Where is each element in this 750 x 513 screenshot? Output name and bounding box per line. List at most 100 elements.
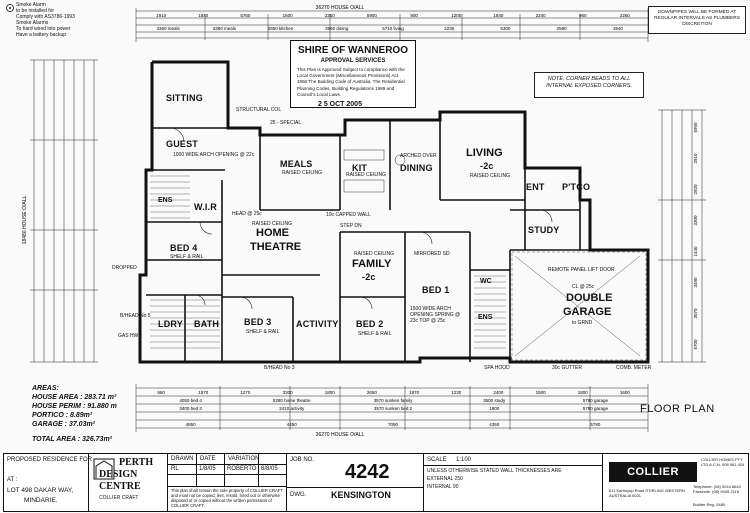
room-label-guest: GUEST: [166, 139, 199, 149]
note-head: HEAD @ 25c: [232, 211, 262, 217]
stamp-body: This Plan is Approved Subject to complia…: [297, 67, 405, 97]
dimension-value: 5780 garage: [583, 406, 609, 411]
room-label-ens2: ENS: [478, 314, 493, 321]
date-label: DATE: [200, 456, 216, 462]
dimension-value: 4450: [287, 422, 298, 427]
dimension-value: 2650: [367, 390, 378, 395]
bottom-dimension-lines: [135, 384, 649, 432]
wall-note-2: EXTERNAL 250: [427, 476, 463, 482]
dimension-value: 3380 meals: [213, 26, 237, 31]
dimension-value: 5700: [693, 339, 698, 350]
dimension-value: 1940: [613, 26, 624, 31]
room-label-kit: KIT: [352, 163, 368, 173]
dimension-value: 1840: [198, 13, 209, 18]
dimension-value: 3300: [283, 390, 294, 395]
internal-walls: [146, 120, 590, 362]
note-structural-col: STRUCTURAL COL: [236, 107, 282, 113]
dimension-value: 3490: [693, 277, 698, 288]
title-block: PROPOSED RESIDENCE FOR AT : LOT 498 DAKA…: [3, 453, 749, 512]
dimension-value: 2260: [620, 13, 631, 18]
note-gutter: 30c GUTTER: [552, 365, 583, 371]
design-centre-name-3: CENTRE: [99, 481, 141, 492]
dimension-value: 3070: [693, 308, 698, 319]
room-note-bed3: SHELF & RAIL: [246, 329, 280, 335]
company-small: COLLIER HOMES PTY. LTD A.C.N. 008 961 42…: [701, 457, 745, 467]
dimension-value: 1870: [409, 390, 420, 395]
note-line: Smoke Alarm: [16, 2, 46, 8]
dimension-value: 3500 study: [483, 398, 506, 403]
room-note-bed4: SHELF & RAIL: [170, 254, 204, 260]
copyright-note: This plan shall remain the sole property…: [171, 488, 283, 508]
floor-plan-title: FLOOR PLAN: [640, 403, 715, 415]
room-note-meals: RAISED CEILING: [282, 170, 323, 176]
stamp-title: SHIRE OF WANNEROO: [297, 45, 408, 56]
dimension-value: 3360 meals: [156, 26, 180, 31]
room-label-ptco: P'TCO: [562, 182, 591, 192]
variation-value: ROBERTO: [227, 466, 257, 472]
company-name: COLLIER CRAFT: [627, 466, 679, 498]
title-suburb: MINDARIE.: [24, 497, 58, 504]
room-note-guest: 1000 WIDE ARCH OPENING @ 22c: [173, 152, 255, 158]
room-note-family: RAISED CEILING: [354, 251, 395, 257]
room-note-bed1: 1500 WIDE ARCH OPENING SPRING @ 23c TOP …: [410, 306, 461, 324]
scale-value: 1:100: [456, 457, 472, 463]
areas-house-perim: HOUSE PERIM : 91.880 m: [32, 403, 117, 410]
left-dimension-lines: [30, 59, 98, 363]
room-label-bed1: BED 1: [422, 285, 450, 295]
dimension-value: 3560 dining: [325, 26, 349, 31]
dimension-value: 2910: [693, 153, 698, 164]
note-line: To hard wired into power: [16, 26, 71, 32]
design-centre-icon: [93, 458, 115, 480]
title-proposed-cell: PROPOSED RESIDENCE FOR AT : LOT 498 DAKA…: [4, 454, 92, 511]
room-label-wc: WC: [480, 278, 492, 285]
room-label-study: STUDY: [528, 225, 560, 235]
room-label-ens: ENS: [158, 197, 173, 204]
note-bhead3: B/HEAD No 3: [264, 365, 295, 371]
dimension-value: 5780 garage: [583, 398, 609, 403]
dimension-value: 2400: [493, 390, 504, 395]
dwg-value: KENSINGTON: [331, 490, 391, 500]
note-line: Have a battery backup: [16, 32, 67, 38]
dimension-value: 4350: [489, 422, 500, 427]
wall-note-1: UNLESS OTHERWISE STATED WALL THICKNESSES…: [427, 468, 562, 474]
drawn-value: RL: [171, 466, 179, 472]
room-label-dining: DINING: [400, 163, 433, 173]
company-logo: COLLIER CRAFT: [609, 462, 697, 498]
dimension-value: 2580: [557, 26, 568, 31]
room-label-bed3: BED 3: [244, 317, 272, 327]
areas-portico: PORTICO : 8.89m²: [32, 412, 93, 419]
job-no-label: JOB NO.: [290, 457, 315, 463]
job-no-value: 4242: [345, 461, 390, 483]
dimension-value: 4050 bed 4: [179, 398, 202, 403]
room-note-kit: RAISED CEILING: [346, 172, 387, 178]
dimension-value: 5900: [367, 13, 378, 18]
corner-bead-text: NOTE: CORNER BEADS TO ALL INTERNAL EXPOS…: [546, 76, 632, 89]
design-centre-name-2: DESIGN: [99, 469, 138, 480]
room-label-living: LIVING: [466, 147, 503, 159]
scale-cell: SCALE 1:100 UNLESS OTHERWISE STATED WALL…: [424, 454, 603, 511]
room-note-garage-door: REMOTE PANEL LIFT DOOR: [548, 267, 615, 273]
dimension-value: 1570: [198, 390, 209, 395]
note-spa-hood: SPA HOOD: [484, 365, 510, 371]
dimension-value: 2410 activity: [279, 406, 305, 411]
top-dimension-lines: [135, 8, 649, 42]
dwg-label: DWG.: [290, 492, 307, 498]
dimension-value: 5300: [500, 26, 511, 31]
dimension-value: 1440: [693, 246, 698, 257]
note-comb-meter: COMB. METER: [616, 365, 652, 371]
room-label-family-sub: -2c: [362, 272, 376, 282]
note-gas-hwu: GAS HWU: [118, 333, 142, 339]
areas-total: TOTAL AREA : 326.73m²: [32, 436, 113, 443]
room-label-wir: W.I.R: [194, 202, 217, 212]
dimension-value: 4850: [186, 422, 197, 427]
dimension-value: 5780: [590, 422, 601, 427]
room-label-bath: BATH: [194, 319, 220, 329]
smoke-alarm-icon: [6, 4, 14, 12]
design-centre-logo: PERTH DESIGN CENTRE COLLIER CRAFT: [89, 454, 168, 511]
variation-date: 8/8/05: [261, 466, 278, 472]
areas-heading: AREAS:: [32, 385, 59, 392]
note-bhead: B/HEAD No 5: [120, 313, 151, 319]
downpipe-note-text: DOWNPIPES WILL BE FORMED AT REGULAR INTE…: [654, 10, 740, 27]
